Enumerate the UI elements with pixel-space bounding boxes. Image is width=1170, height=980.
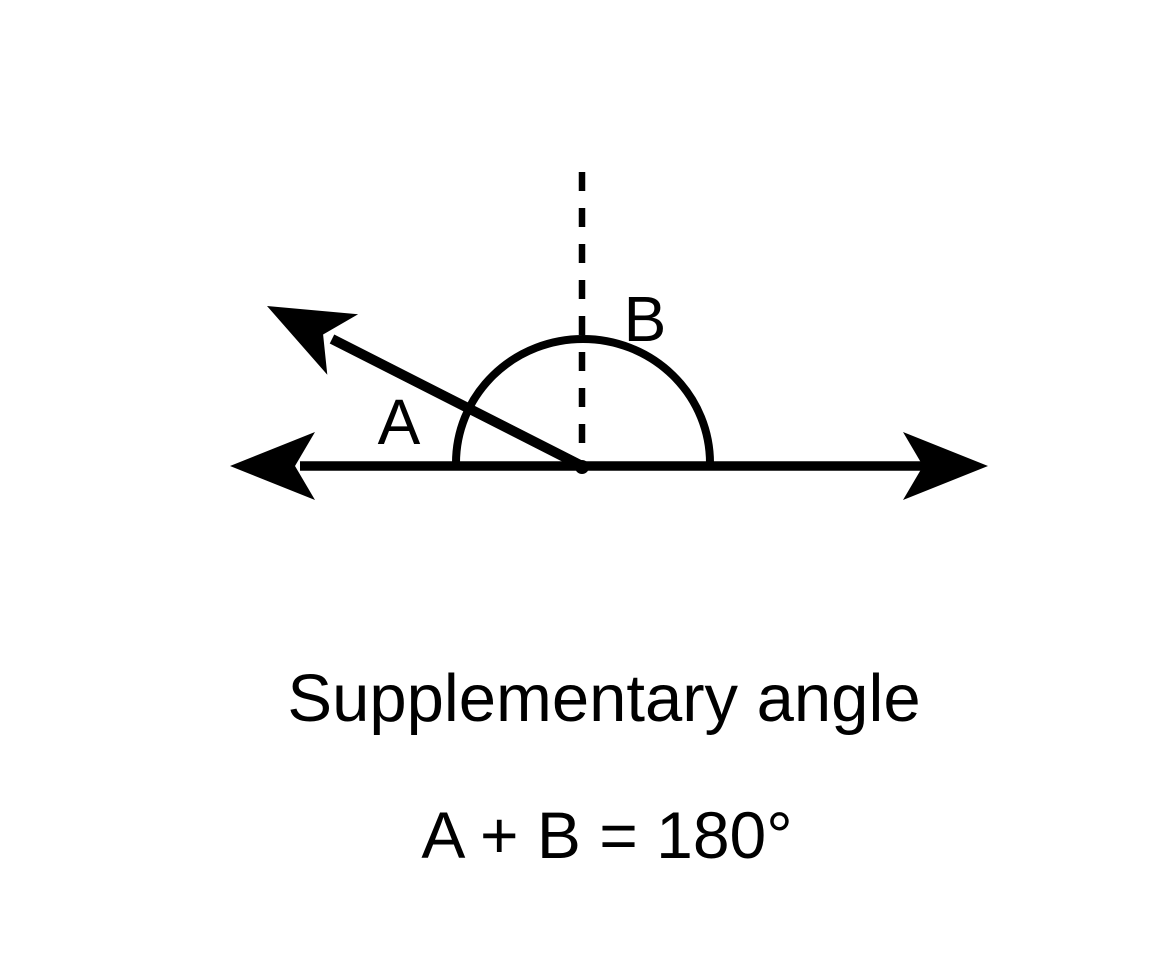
- angle-a-label: A: [378, 386, 421, 458]
- angle-b-label: B: [624, 283, 667, 355]
- right-arrowhead-icon: [903, 432, 988, 500]
- diagonal-arrowhead-icon: [267, 306, 359, 375]
- left-arrowhead-icon: [230, 432, 315, 500]
- diagonal-ray: [329, 334, 585, 471]
- caption-title: Supplementary angle: [287, 661, 920, 736]
- vertex-dot: [575, 460, 589, 474]
- caption-formula: A + B = 180°: [421, 798, 792, 872]
